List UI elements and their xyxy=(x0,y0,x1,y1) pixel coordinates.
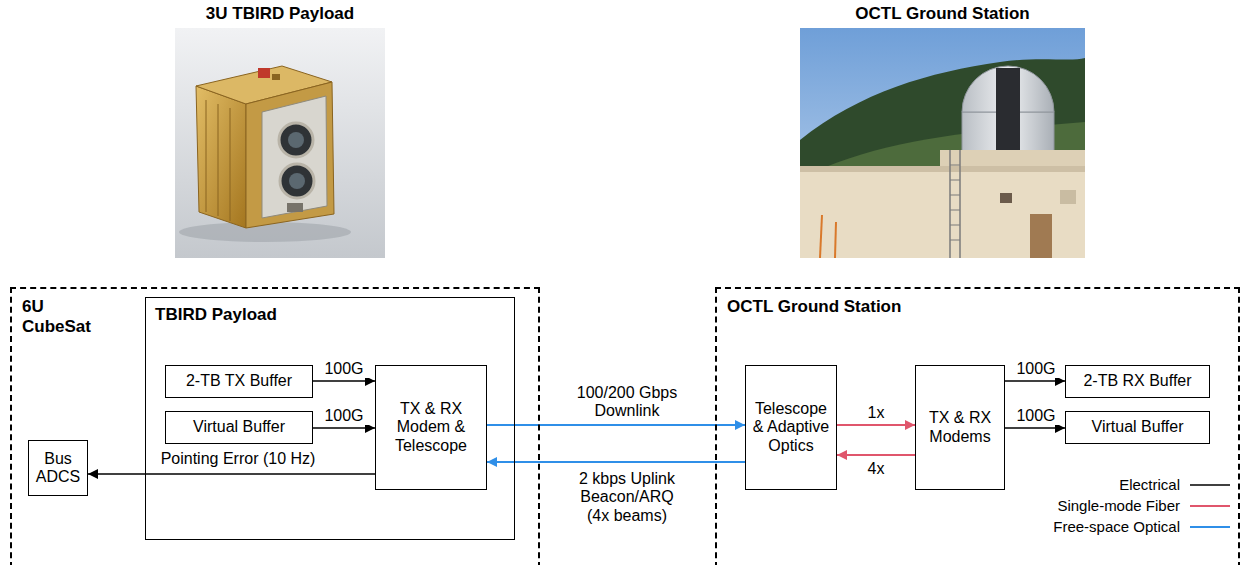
legend-line xyxy=(1188,522,1232,532)
legend-entry: Single-mode Fiber xyxy=(1040,495,1232,516)
photo-title: 3U TBIRD Payload xyxy=(175,4,385,24)
electrical-link xyxy=(1005,380,1065,382)
legend-line xyxy=(1188,480,1232,490)
buffer-box: 2-TB RX Buffer xyxy=(1065,365,1210,398)
box-label: Bus ADCS xyxy=(34,450,82,487)
edge-label: 1x xyxy=(852,404,900,422)
legend-line xyxy=(1188,501,1232,511)
buffer-box: Virtual Buffer xyxy=(165,411,313,444)
edge-label: 100G xyxy=(316,360,372,378)
edge-label: 100G xyxy=(316,407,372,425)
fiber-link xyxy=(837,424,915,426)
ground-station-photo xyxy=(800,28,1085,258)
electrical-link xyxy=(1005,427,1065,429)
box-label: TX & RX Modems xyxy=(921,409,999,446)
telescope-box: Telescope & Adaptive Optics xyxy=(745,365,837,490)
group-heading: 6U CubeSat xyxy=(22,297,102,336)
box-label: Virtual Buffer xyxy=(193,418,285,436)
edge-label: Pointing Error (10 Hz) xyxy=(150,450,326,468)
buffer-box: Virtual Buffer xyxy=(1065,411,1210,444)
box-label: 2-TB TX Buffer xyxy=(186,372,292,390)
legend: ElectricalSingle-mode FiberFree-space Op… xyxy=(1040,474,1232,537)
legend-text: Free-space Optical xyxy=(1053,518,1180,535)
legend-entry: Electrical xyxy=(1040,474,1232,495)
group-heading: TBIRD Payload xyxy=(155,305,355,325)
group-heading: OCTL Ground Station xyxy=(727,297,987,317)
adcs-box: Bus ADCS xyxy=(28,440,88,496)
edge-label: 100/200 Gbps Downlink xyxy=(569,384,685,421)
optical-link xyxy=(487,461,745,463)
legend-text: Electrical xyxy=(1119,476,1180,493)
spacecraft-boundary: 6U CubeSat TBIRD Payload 2-TB TX BufferVir… xyxy=(10,287,540,565)
box-label: TX & RX Modem & Telescope xyxy=(381,400,481,455)
electrical-link xyxy=(313,427,375,429)
edge-label: 100G xyxy=(1008,360,1064,378)
modem-box: TX & RX Modems xyxy=(915,365,1005,490)
box-label: Telescope & Adaptive Optics xyxy=(751,400,831,455)
box-label: Virtual Buffer xyxy=(1092,418,1184,436)
payload-photo xyxy=(175,28,385,258)
edge-label: 2 kbps Uplink Beacon/ARQ (4x beams) xyxy=(569,470,685,525)
box-label: 2-TB RX Buffer xyxy=(1083,372,1191,390)
legend-text: Single-mode Fiber xyxy=(1057,497,1180,514)
buffer-box: 2-TB TX Buffer xyxy=(165,365,313,398)
optical-link xyxy=(487,424,745,426)
modem-box: TX & RX Modem & Telescope xyxy=(375,365,487,490)
legend-entry: Free-space Optical xyxy=(1040,516,1232,537)
electrical-link xyxy=(88,473,375,475)
photo-title: OCTL Ground Station xyxy=(800,4,1085,24)
edge-label: 4x xyxy=(852,460,900,478)
electrical-link xyxy=(313,380,375,382)
fiber-link xyxy=(837,454,915,456)
edge-label: 100G xyxy=(1008,407,1064,425)
